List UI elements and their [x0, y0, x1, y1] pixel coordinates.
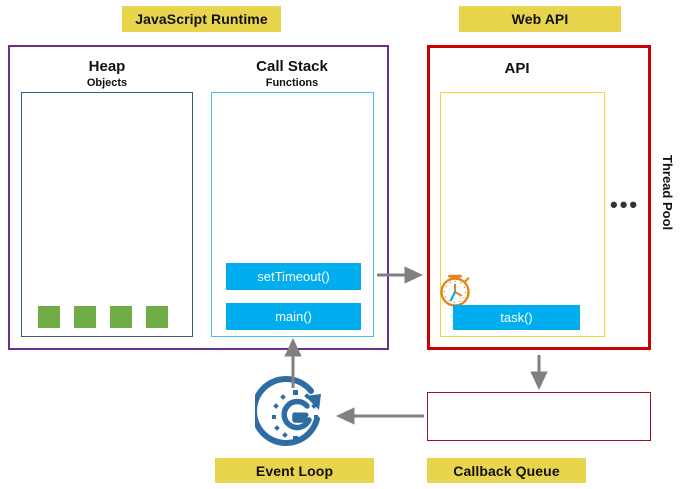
call-stack-panel — [211, 92, 374, 337]
heap-title: Heap — [88, 58, 126, 75]
call-stack-frame-settimeout[interactable]: setTimeout() — [226, 263, 361, 290]
call-stack-subtitle: Functions — [265, 77, 319, 89]
event-loop-icon — [251, 375, 335, 455]
label-event-loop: Event Loop — [215, 458, 374, 483]
heap-object — [110, 306, 132, 328]
api-ellipsis: ••• — [610, 192, 640, 217]
label-javascript-runtime: JavaScript Runtime — [122, 6, 281, 32]
label-callback-queue: Callback Queue — [427, 458, 586, 483]
api-task-bar[interactable]: task() — [453, 305, 580, 330]
heap-object — [38, 306, 60, 328]
heap-subtitle: Objects — [86, 77, 128, 89]
call-stack-frame-main[interactable]: main() — [226, 303, 361, 330]
stopwatch-icon — [435, 267, 475, 309]
call-stack-title: Call Stack — [256, 58, 328, 75]
api-title: API — [504, 60, 530, 77]
heap-panel — [21, 92, 193, 337]
callback-queue-box — [427, 392, 651, 441]
heap-object — [74, 306, 96, 328]
thread-pool-label: Thread Pool — [660, 155, 675, 231]
heap-object — [146, 306, 168, 328]
label-web-api: Web API — [459, 6, 621, 32]
